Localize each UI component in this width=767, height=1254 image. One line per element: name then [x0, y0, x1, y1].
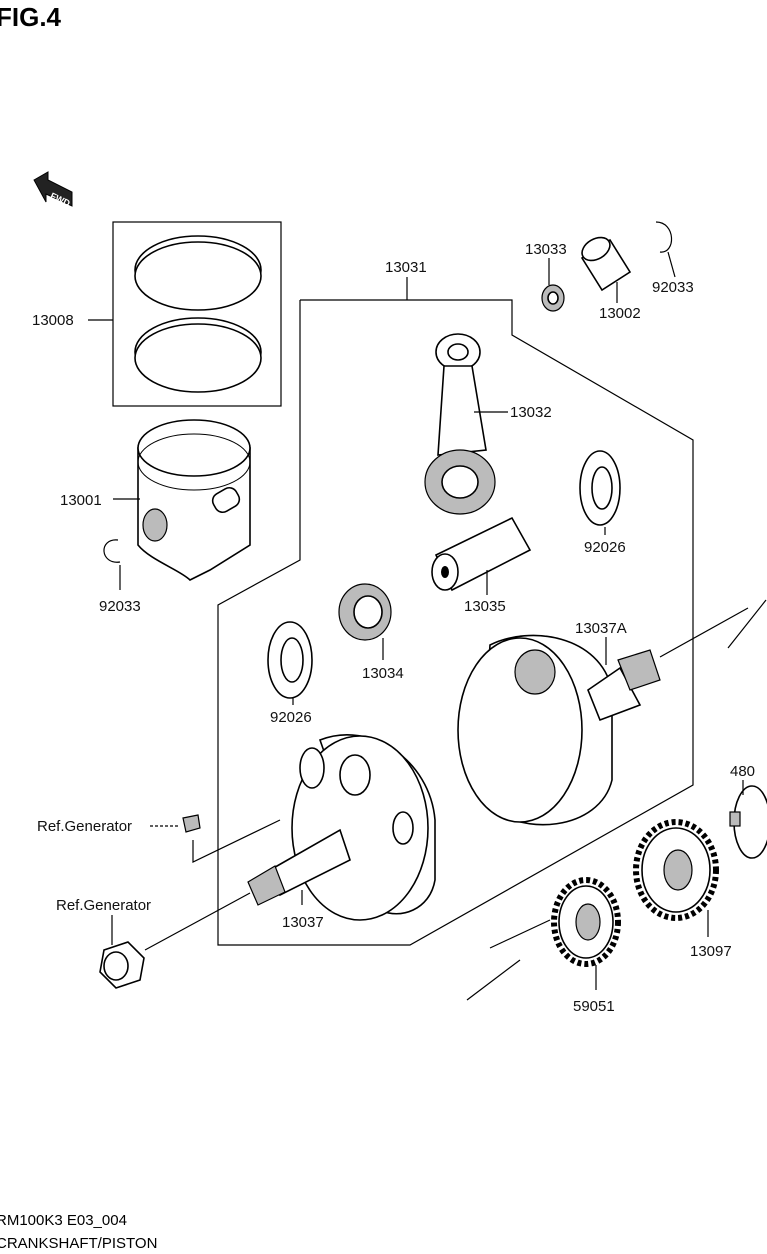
- thrust-washer-left[interactable]: [267, 621, 313, 699]
- figure-title: FIG.4: [0, 2, 62, 32]
- crank-pin[interactable]: [431, 516, 532, 592]
- ref-generator-nut-label[interactable]: Ref.Generator: [56, 897, 151, 914]
- piston[interactable]: [137, 419, 251, 581]
- label-13037: 13037: [282, 914, 324, 931]
- crankshaft-right[interactable]: [457, 634, 661, 826]
- label-13001: 13001: [60, 492, 102, 509]
- woodruff-key: [182, 814, 201, 833]
- big-end-bearing[interactable]: [338, 583, 392, 641]
- label-92033-right: 92033: [652, 279, 694, 296]
- small-end-bearing[interactable]: [541, 284, 565, 312]
- label-13097: 13097: [690, 943, 732, 960]
- label-13037A: 13037A: [575, 620, 627, 637]
- label-92026-right: 92026: [584, 539, 626, 556]
- label-92026-left: 92026: [270, 709, 312, 726]
- gear-13097[interactable]: [633, 819, 719, 921]
- label-13034: 13034: [362, 665, 404, 682]
- label-92033-left: 92033: [99, 598, 141, 615]
- label-13002: 13002: [599, 305, 641, 322]
- crankshaft-left[interactable]: [247, 734, 436, 921]
- label-13033: 13033: [525, 241, 567, 258]
- clamp-480[interactable]: [729, 785, 767, 859]
- generator-nut: [99, 941, 145, 989]
- thrust-washer-right[interactable]: [579, 450, 621, 526]
- gear-59051[interactable]: [551, 877, 621, 967]
- label-13032: 13032: [510, 404, 552, 421]
- fwd-arrow-icon: FWD: [33, 171, 73, 209]
- diagram-title: CRANKSHAFT/PISTON: [0, 1235, 158, 1252]
- connecting-rod[interactable]: [424, 333, 496, 515]
- piston-pin[interactable]: [578, 233, 632, 292]
- label-13035: 13035: [464, 598, 506, 615]
- crankshaft-assembly-outline: [217, 299, 694, 946]
- label-13008: 13008: [32, 312, 74, 329]
- circlip-left[interactable]: [103, 539, 121, 563]
- piston-ring-set[interactable]: [112, 221, 282, 407]
- ref-generator-key-label[interactable]: Ref.Generator: [37, 818, 132, 835]
- diagram-code: RM100K3 E03_004: [0, 1212, 127, 1229]
- circlip-right[interactable]: [655, 221, 673, 253]
- label-59051: 59051: [573, 998, 615, 1015]
- label-13031: 13031: [385, 259, 427, 276]
- label-480: 480: [730, 763, 755, 780]
